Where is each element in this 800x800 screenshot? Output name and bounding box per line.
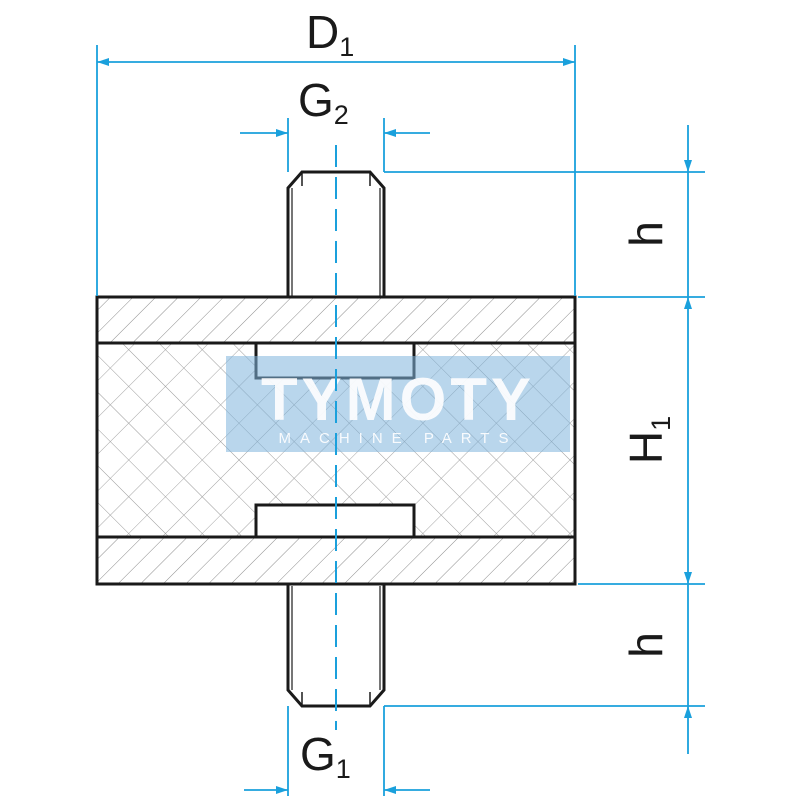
label-h-bottom: h [620, 632, 672, 658]
watermark-tagline: MACHINE PARTS [279, 430, 518, 447]
label-d1: D1 [306, 6, 354, 62]
label-g2: G2 [298, 74, 349, 130]
dimension-lines [96, 45, 705, 796]
watermark-logo: TYMOTY MACHINE PARTS [226, 356, 570, 452]
label-g1: G1 [300, 728, 351, 784]
label-h1: H1 [620, 416, 676, 464]
watermark-brand: TYMOTY [261, 366, 535, 433]
label-h-top: h [620, 221, 672, 247]
